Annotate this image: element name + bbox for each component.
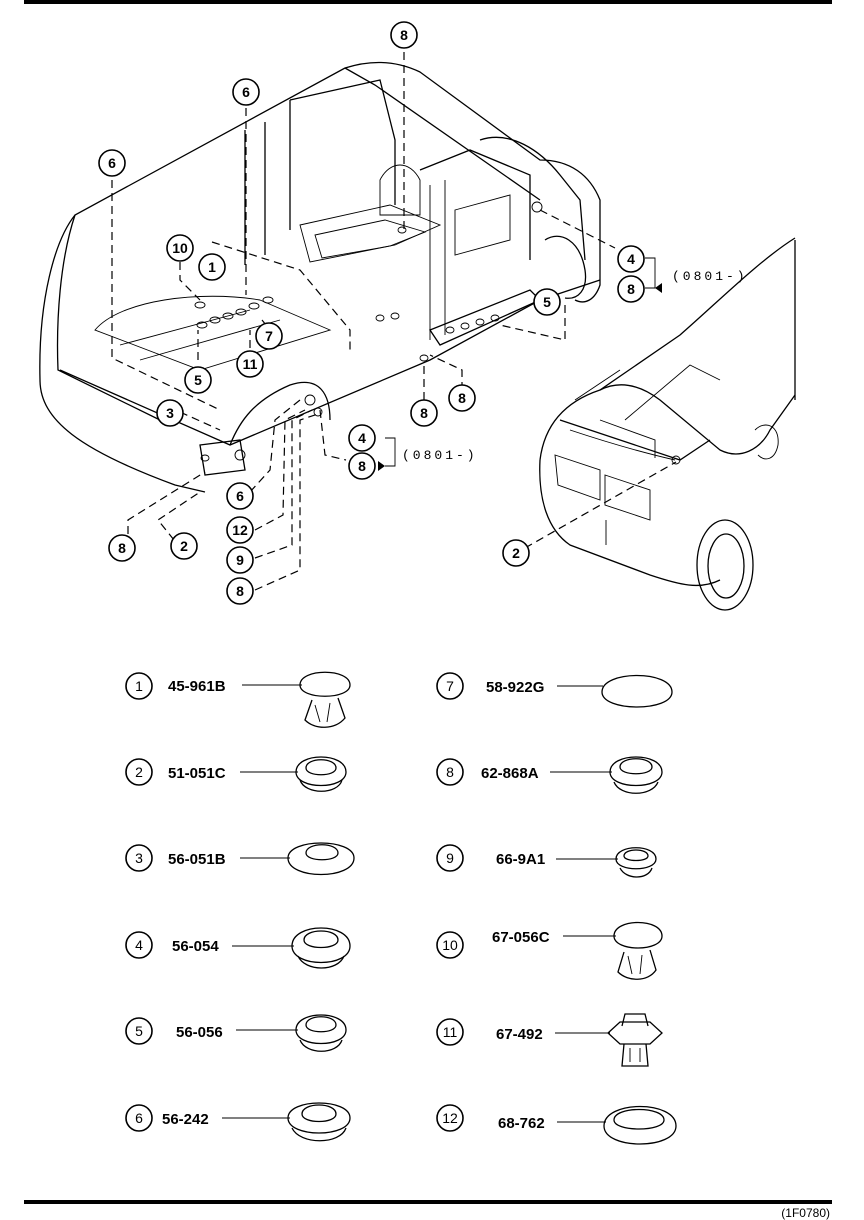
part-6: 6 56-242 [125,1102,351,1142]
vehicle-front-illustration [539,237,796,611]
callout-6-mid: 6 [232,78,260,106]
svg-text:8: 8 [236,583,244,599]
svg-text:8: 8 [400,27,408,43]
svg-text:8: 8 [118,540,126,556]
svg-text:8: 8 [358,458,366,474]
svg-text:10: 10 [172,240,188,256]
callout-6-low: 6 [226,482,254,510]
callout-2-front: 2 [502,539,530,567]
part-12: 12 68-762 [436,1104,677,1145]
svg-text:3: 3 [166,405,174,421]
svg-text:67-492: 67-492 [496,1026,543,1043]
callout-4-right: 4 [617,245,645,273]
part-8: 8 62-868A [436,756,663,794]
svg-text:4: 4 [358,430,366,446]
top-rule [24,0,832,4]
svg-text:5: 5 [194,372,202,388]
svg-text:3: 3 [135,850,143,866]
svg-text:8: 8 [627,281,635,297]
svg-text:12: 12 [232,522,248,538]
svg-text:7: 7 [446,678,454,694]
svg-text:62-868A: 62-868A [481,765,539,782]
callout-12-low: 12 [226,516,254,544]
callout-3: 3 [156,399,184,427]
part-7: 7 58-922G [436,672,673,708]
callouts: 8 6 6 10 1 7 11 5 3 4 8 5 8 8 4 8 6 12 9… [98,21,645,605]
svg-text:45-961B: 45-961B [168,678,226,695]
svg-text:8: 8 [446,764,454,780]
svg-text:7: 7 [265,328,273,344]
svg-text:11: 11 [243,356,258,372]
svg-text:1: 1 [135,678,143,694]
date-note-2: (0801-) [402,448,478,463]
callout-5-right: 5 [533,288,561,316]
date-note-1: (0801-) [672,269,748,284]
callout-9-low: 9 [226,546,254,574]
parts-legend: 1 45-961B 2 51-051C 3 56-051B 4 56-054 [125,671,677,1145]
callout-7: 7 [255,322,283,350]
svg-text:4: 4 [135,937,143,953]
figure-code: (1F0780) [781,1206,830,1220]
svg-text:56-056: 56-056 [176,1024,223,1041]
svg-text:2: 2 [512,545,520,561]
part-9: 9 66-9A1 [436,844,657,878]
callout-8-mid2: 8 [448,384,476,412]
callout-5-left: 5 [184,366,212,394]
svg-text:51-051C: 51-051C [168,765,226,782]
callout-4-low: 4 [348,424,376,452]
callout-8-far: 8 [108,534,136,562]
svg-text:9: 9 [236,552,244,568]
svg-text:6: 6 [108,155,116,171]
svg-text:56-051B: 56-051B [168,851,226,868]
svg-text:4: 4 [627,251,635,267]
part-2: 2 51-051C [125,756,347,792]
part-1: 1 45-961B [125,671,351,728]
svg-text:5: 5 [135,1023,143,1039]
svg-text:10: 10 [442,937,458,953]
leader-lines [111,52,677,591]
callout-8-right: 8 [617,275,645,303]
svg-text:56-054: 56-054 [172,938,219,955]
callout-2-far: 2 [170,532,198,560]
svg-text:58-922G: 58-922G [486,679,544,696]
svg-text:8: 8 [420,405,428,421]
callout-8-low: 8 [348,452,376,480]
vehicle-body-illustration [39,61,601,493]
svg-text:67-056C: 67-056C [492,929,550,946]
part-4: 4 56-054 [125,927,351,969]
callout-8-low2: 8 [226,577,254,605]
svg-text:2: 2 [180,538,188,554]
svg-text:6: 6 [236,488,244,504]
callout-8-mid: 8 [410,399,438,427]
svg-text:8: 8 [458,390,466,406]
bottom-rule [24,1200,832,1204]
svg-text:6: 6 [242,84,250,100]
svg-text:1: 1 [208,259,216,275]
callout-1: 1 [198,253,226,281]
part-3: 3 56-051B [125,842,355,876]
svg-text:9: 9 [446,850,454,866]
svg-text:6: 6 [135,1110,143,1126]
svg-text:56-242: 56-242 [162,1111,209,1128]
callout-6-left: 6 [98,149,126,177]
callout-11: 11 [236,350,264,378]
svg-text:5: 5 [543,294,551,310]
part-11: 11 67-492 [436,1013,663,1067]
svg-text:68-762: 68-762 [498,1115,545,1132]
svg-text:12: 12 [442,1110,458,1126]
svg-text:66-9A1: 66-9A1 [496,851,545,868]
floor-hole-markers [194,226,500,462]
callout-8-top: 8 [390,21,418,49]
svg-text:11: 11 [443,1024,458,1040]
part-10: 10 67-056C [436,921,663,980]
part-5: 5 56-056 [125,1014,347,1052]
svg-text:2: 2 [135,764,143,780]
callout-10: 10 [166,234,194,262]
